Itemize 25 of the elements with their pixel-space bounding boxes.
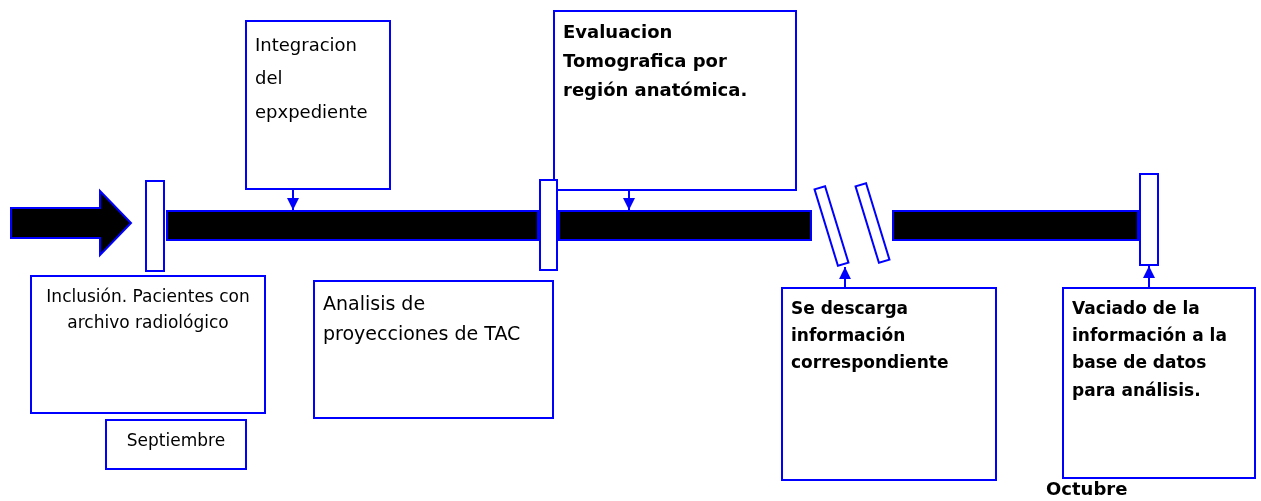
arrow (839, 266, 851, 288)
step-box (245, 20, 391, 190)
timeline-bar (558, 210, 812, 241)
month-label: Octubre (1046, 478, 1128, 499)
step-box (30, 275, 266, 414)
arrow (623, 190, 635, 211)
step-text: Septiembre (125, 429, 227, 452)
timeline-marker (539, 179, 558, 271)
step-box (105, 419, 247, 470)
step-text: Se descarga información correspondiente (791, 297, 950, 375)
step-text: Evaluacion Tomografica por región anatómica. (563, 20, 749, 102)
step-box (553, 10, 797, 191)
step-text: Integracion del epxpediente (255, 33, 369, 124)
step-text: Vaciado de la información a la base de datos para análisis. (1072, 297, 1228, 402)
step-box (1062, 287, 1256, 479)
timeline-bar (892, 210, 1139, 241)
arrow (1143, 265, 1155, 288)
step-box (313, 280, 554, 419)
timeline-marker (1139, 173, 1159, 266)
timeline-marker (145, 180, 165, 272)
arrow (287, 189, 299, 211)
timeline-bar (166, 210, 539, 241)
step-text: Inclusión. Pacientes con archivo radiológico (45, 285, 251, 335)
step-box (781, 287, 997, 481)
step-text: Analisis de proyecciones de TAC (323, 291, 522, 347)
